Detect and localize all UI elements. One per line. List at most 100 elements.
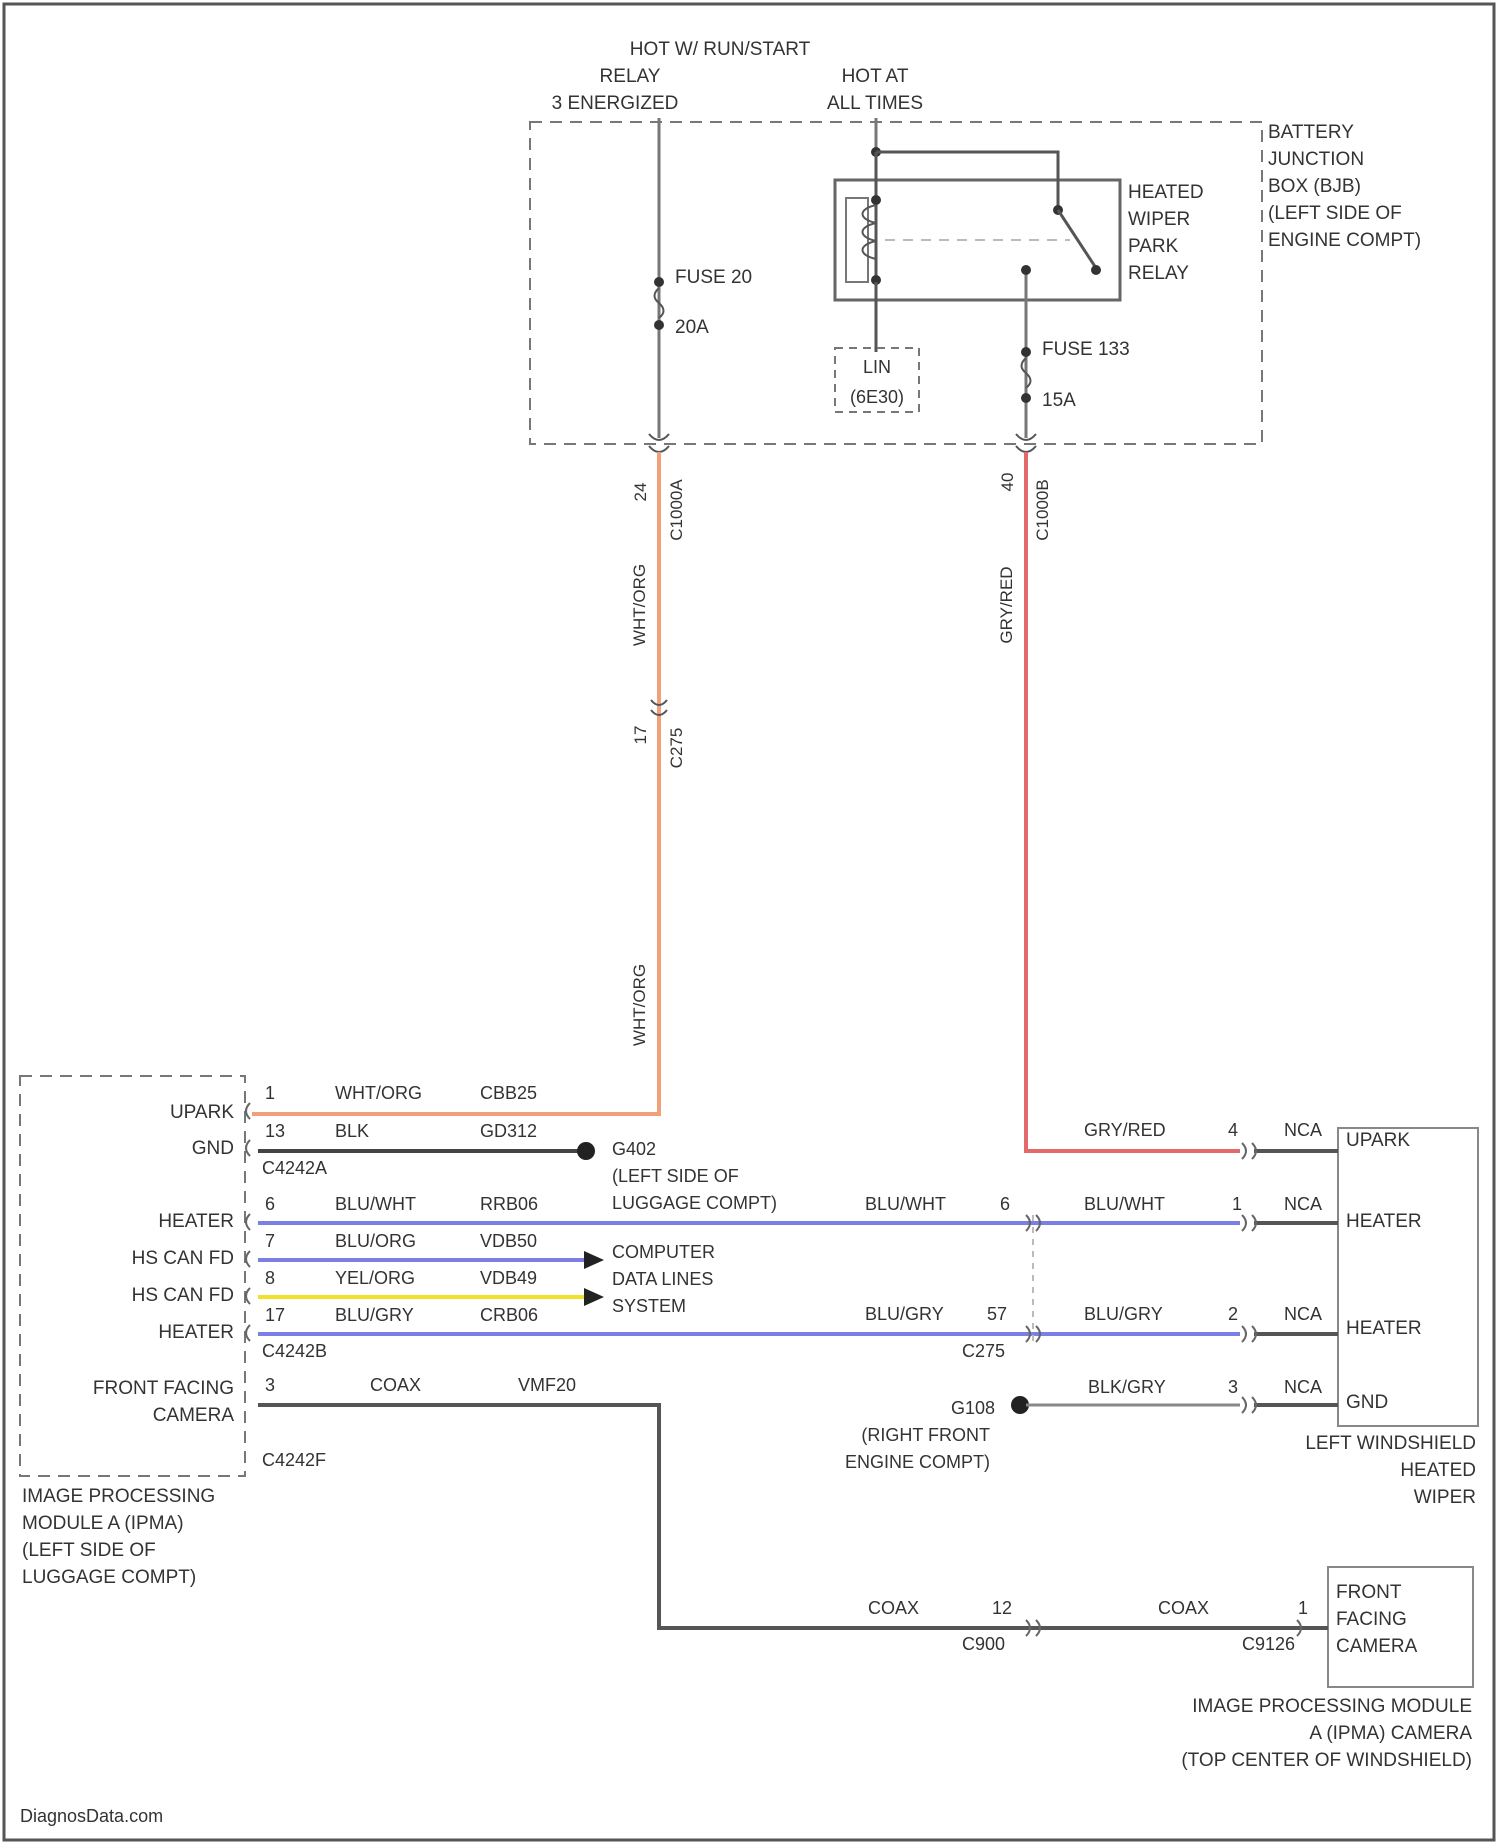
coil-terminal-top	[871, 195, 881, 205]
g402-ground-icon	[577, 1142, 595, 1160]
ipma-connector-a: C4242A	[262, 1158, 327, 1178]
ipma-pin7-color: BLU/ORG	[335, 1231, 416, 1251]
ipma-pin8-color: YEL/ORG	[335, 1268, 415, 1288]
gry-red-vertical-label: GRY/RED	[997, 566, 1016, 643]
wiper-label-2: HEATED	[1400, 1460, 1476, 1481]
wiper-pin4-color: GRY/RED	[1084, 1120, 1166, 1140]
c900-label: C900	[962, 1634, 1005, 1654]
c1000b-connector-icon-2	[1016, 446, 1036, 452]
data-lines-3: SYSTEM	[612, 1296, 686, 1316]
wiper-pin3-nca: NCA	[1284, 1377, 1322, 1397]
mid-pin-17: 17	[631, 726, 650, 745]
relay-coil-icon	[863, 205, 877, 259]
hs-can-arrow-2-icon	[584, 1288, 604, 1306]
ipma-pin13-num: 13	[265, 1121, 285, 1141]
ipma-pin6-num: 6	[265, 1194, 275, 1214]
ipma-pin-hs-can-1: HS CAN FD	[132, 1248, 234, 1269]
wiper-pin2-nca: NCA	[1284, 1304, 1322, 1324]
c275-heater1-pin: 6	[1000, 1194, 1010, 1214]
c1000a-label: C1000A	[667, 479, 686, 541]
ipma-pin-heater-1: HEATER	[158, 1211, 234, 1232]
g108-label: G108	[951, 1398, 995, 1418]
camera-coax-right: COAX	[1158, 1598, 1209, 1618]
lin-label: LIN	[863, 357, 891, 377]
ipma-label-1: IMAGE PROCESSING	[22, 1486, 215, 1507]
hot-run-start-line1: HOT W/ RUN/START	[630, 39, 811, 60]
ipma-pin7-circuit: VDB50	[480, 1231, 537, 1251]
ipma-pin-camera-2: CAMERA	[153, 1405, 235, 1426]
ipma-pin3-color: COAX	[370, 1375, 421, 1395]
wht-org-lower-label: WHT/ORG	[630, 964, 649, 1046]
ipma-pin1-num: 1	[265, 1083, 275, 1103]
camera-coax-left: COAX	[868, 1598, 919, 1618]
ipma-pin-brackets	[246, 1103, 250, 1341]
relay-label-2: WIPER	[1128, 209, 1190, 230]
left-pin-24: 24	[631, 483, 650, 502]
g402-desc-1: (LEFT SIDE OF	[612, 1166, 739, 1186]
camera-pin-1: 1	[1298, 1598, 1308, 1618]
g402-desc-2: LUGGAGE COMPT)	[612, 1193, 777, 1213]
relay-label-3: PARK	[1128, 236, 1179, 257]
bjb-label-4: (LEFT SIDE OF	[1268, 203, 1402, 224]
hot-at-all-times-line1: HOT AT	[842, 66, 909, 87]
g108-desc-1: (RIGHT FRONT	[861, 1425, 990, 1445]
wiper-pin2-color: BLU/GRY	[1084, 1304, 1163, 1324]
ipma-pin6-color: BLU/WHT	[335, 1194, 416, 1214]
c1000a-connector-icon-2	[649, 446, 669, 452]
camera-caption-1: IMAGE PROCESSING MODULE	[1192, 1696, 1472, 1717]
ipma-pin17-circuit: CRB06	[480, 1305, 538, 1325]
c275-label: C275	[962, 1341, 1005, 1361]
relay-label-4: RELAY	[1128, 263, 1189, 284]
camera-label-3: CAMERA	[1336, 1636, 1418, 1657]
hot-run-start-line2: RELAY	[600, 66, 661, 87]
c275-heater1-color: BLU/WHT	[865, 1194, 946, 1214]
c275-heater2-pin: 57	[987, 1304, 1007, 1324]
c1000b-label: C1000B	[1033, 479, 1052, 540]
ipma-pin13-color: BLK	[335, 1121, 369, 1141]
ipma-connector-b: C4242B	[262, 1341, 327, 1361]
ipma-pin17-color: BLU/GRY	[335, 1305, 414, 1325]
wiper-pin3-num: 3	[1228, 1377, 1238, 1397]
coax-camera-wire	[258, 1405, 1300, 1628]
watermark: DiagnosData.com	[20, 1806, 163, 1826]
ipma-connector-f: C4242F	[262, 1450, 326, 1470]
c275-heater2-color: BLU/GRY	[865, 1304, 944, 1324]
ipma-pin8-num: 8	[265, 1268, 275, 1288]
wiper-connector-brackets	[1242, 1143, 1256, 1413]
c9126-label: C9126	[1242, 1634, 1295, 1654]
wiper-pin-heater-2: HEATER	[1346, 1318, 1422, 1339]
ipma-pin-heater-2: HEATER	[158, 1322, 234, 1343]
ipma-label-2: MODULE A (IPMA)	[22, 1513, 184, 1534]
fuse20-terminal-top	[654, 277, 664, 287]
wiper-pin4-num: 4	[1228, 1120, 1238, 1140]
wiper-pin1-color: BLU/WHT	[1084, 1194, 1165, 1214]
ipma-pin1-circuit: CBB25	[480, 1083, 537, 1103]
ipma-pin3-circuit: VMF20	[518, 1375, 576, 1395]
camera-pin-12: 12	[992, 1598, 1012, 1618]
lin-ref: (6E30)	[850, 387, 904, 407]
wiper-pin-upark: UPARK	[1346, 1130, 1410, 1151]
wiper-label-1: LEFT WINDSHIELD	[1305, 1433, 1476, 1454]
ipma-pin8-circuit: VDB49	[480, 1268, 537, 1288]
relay-output-terminal	[1021, 265, 1031, 275]
bjb-label-5: ENGINE COMPT)	[1268, 230, 1421, 251]
wiper-pin1-num: 1	[1232, 1194, 1242, 1214]
fuse20-rating: 20A	[675, 317, 709, 338]
gry-red-wire	[1026, 452, 1240, 1151]
ipma-pin3-num: 3	[265, 1375, 275, 1395]
hot-run-start-line3: 3 ENERGIZED	[552, 93, 679, 114]
ipma-pin-camera-1: FRONT FACING	[93, 1378, 234, 1399]
wiper-pin-gnd: GND	[1346, 1392, 1388, 1413]
ipma-pin-gnd: GND	[192, 1138, 234, 1159]
g402-label: G402	[612, 1139, 656, 1159]
fuse20-terminal-bottom	[654, 320, 664, 330]
data-lines-2: DATA LINES	[612, 1269, 713, 1289]
wiper-component-box	[1338, 1128, 1478, 1426]
camera-caption-3: (TOP CENTER OF WINDSHIELD)	[1181, 1750, 1472, 1771]
wiper-pin-heater-1: HEATER	[1346, 1211, 1422, 1232]
ipma-pin1-color: WHT/ORG	[335, 1083, 422, 1103]
camera-label-1: FRONT	[1336, 1582, 1402, 1603]
bjb-label-2: JUNCTION	[1268, 149, 1364, 170]
g108-desc-2: ENGINE COMPT)	[845, 1452, 990, 1472]
